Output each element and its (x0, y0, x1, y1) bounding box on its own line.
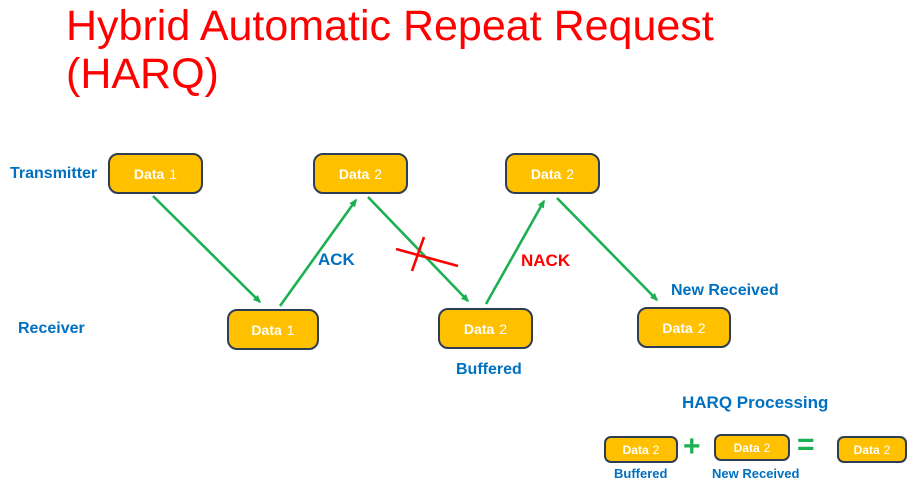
box-number: 2 (697, 319, 706, 336)
box-label: Data (133, 165, 165, 182)
harq-processing-heading: HARQ Processing (682, 393, 829, 412)
box-number: 2 (652, 442, 660, 457)
box-number: 1 (286, 321, 295, 338)
processing-new-received-caption: New Received (712, 466, 800, 481)
error-cross-icon (395, 236, 459, 272)
arrow-tx-data1 (152, 195, 262, 304)
ack-label: ACK (318, 250, 355, 269)
box-number: 2 (763, 440, 771, 455)
buffered-label: Buffered (456, 361, 522, 378)
box-label: Data (530, 165, 562, 182)
box-label: Data (251, 321, 282, 338)
new-received-label: New Received (671, 282, 779, 299)
receiver-lane-label: Receiver (18, 320, 85, 337)
nack-label: NACK (521, 251, 571, 270)
processing-buffered-caption: Buffered (614, 466, 668, 481)
arrow-tx-data2-retransmit (556, 197, 659, 302)
equals-operator: = (797, 428, 815, 461)
box-label: Data (463, 320, 495, 337)
box-number: 2 (374, 165, 383, 182)
plus-operator: + (683, 430, 701, 463)
transmitter-lane-label: Transmitter (10, 165, 98, 182)
box-number: 2 (566, 165, 575, 182)
box-number: 2 (499, 320, 508, 337)
box-number: 2 (883, 442, 891, 457)
box-label: Data (853, 442, 880, 457)
page-title: Hybrid Automatic Repeat Request (HARQ) (66, 2, 714, 98)
box-number: 1 (169, 165, 178, 182)
box-label: Data (338, 165, 370, 182)
box-label: Data (662, 319, 693, 336)
box-label: Data (733, 440, 760, 455)
arrow-tx-data2-failed (367, 196, 470, 303)
box-label: Data (622, 442, 649, 457)
